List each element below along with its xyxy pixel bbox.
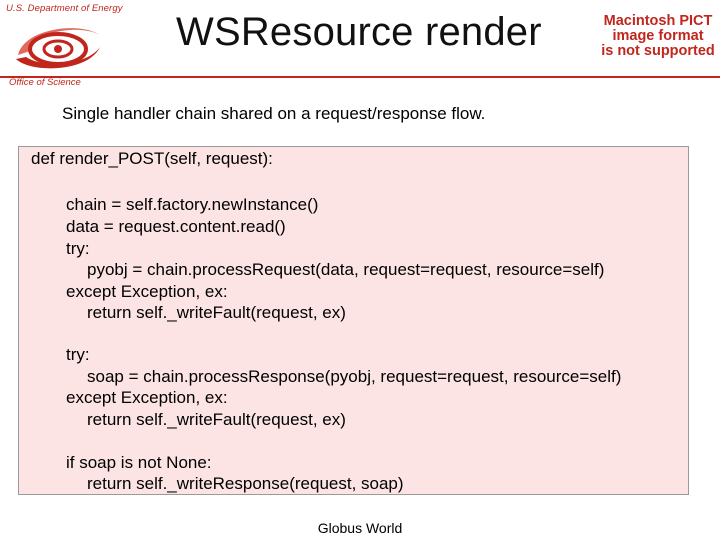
- code-line: return self._writeFault(request, ex): [87, 410, 346, 429]
- code-block: def render_POST(self, request): chain = …: [18, 146, 689, 495]
- header-rule: [0, 76, 720, 78]
- code-line: return self._writeFault(request, ex): [87, 303, 346, 322]
- code-line: if soap is not None:: [66, 453, 212, 472]
- code-line: pyobj = chain.processRequest(data, reque…: [87, 260, 605, 279]
- code-line: try:: [66, 345, 90, 364]
- code-line: chain = self.factory.newInstance(): [66, 195, 319, 214]
- doe-swirl-logo-icon: [4, 15, 110, 77]
- pict-line: image format: [612, 28, 704, 44]
- pict-line: is not supported: [601, 43, 715, 59]
- pict-line: Macintosh PICT: [603, 13, 713, 29]
- code-line: soap = chain.processResponse(pyobj, requ…: [87, 367, 622, 386]
- code-line: def render_POST(self, request):: [31, 149, 273, 168]
- code-line: except Exception, ex:: [66, 388, 228, 407]
- code-line: except Exception, ex:: [66, 282, 228, 301]
- slide-footer: Globus World: [317, 520, 403, 536]
- slide-title: WSResource render: [176, 10, 542, 54]
- code-line: return self._writeResponse(request, soap…: [87, 474, 404, 493]
- code-line: try:: [66, 239, 90, 258]
- pict-placeholder: Macintosh PICT image format is not suppo…: [596, 14, 720, 60]
- doe-header: U.S. Department of Energy Office of Scie…: [0, 0, 140, 95]
- org-office: Office of Science: [9, 77, 81, 88]
- code-line: data = request.content.read(): [66, 217, 286, 236]
- slide-subtitle: Single handler chain shared on a request…: [62, 104, 486, 123]
- org-name: U.S. Department of Energy: [6, 3, 123, 14]
